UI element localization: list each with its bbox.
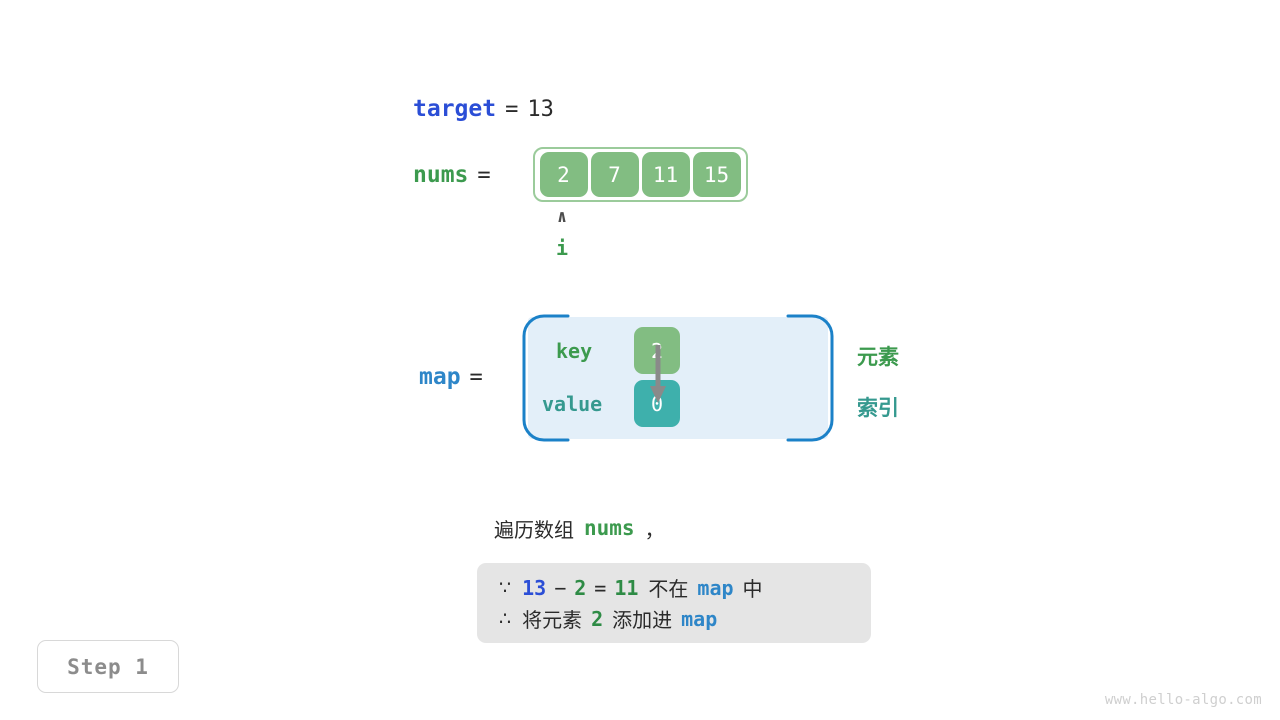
map-note-index: 索引 [857,396,899,420]
nums-declaration: nums = [413,158,500,192]
caption-traverse-line: 遍历数组 nums ， [494,512,665,544]
step-label: Step 1 [67,654,149,679]
formula-in-text: 中 [742,577,763,601]
array-cell: 15 [692,152,741,197]
therefore-symbol: ∴ [499,607,512,630]
formula-not-in-text: 不在 [648,577,689,601]
caption-suffix: ， [644,517,665,542]
target-variable-name: target [413,96,497,122]
formula-complement-value: 11 [614,575,639,600]
map-equals-sign: = [469,364,483,390]
formula-add-into-text: 添加进 [612,608,673,632]
watermark: www.hello-algo.com [1104,692,1262,708]
formula-minus-operator: − [554,575,567,600]
caption-prefix: 遍历数组 [494,517,574,542]
formula-current-value: 2 [574,575,587,600]
formula-added-value: 2 [591,606,604,631]
caption-keyword-nums: nums [584,516,635,540]
formula-box: ∵ 13 − 2 = 11 不在 map 中 ∴ 将元素 2 添加进 map [477,563,871,643]
map-note-element: 元素 [857,345,899,369]
array-cell: 7 [590,152,639,197]
map-value-label: value [542,392,603,416]
nums-equals-sign: = [477,162,491,188]
key-to-value-arrow-icon [650,345,666,403]
nums-array: 2 7 11 15 [533,147,748,202]
formula-target-value: 13 [522,575,547,600]
because-symbol: ∵ [499,576,512,599]
target-equals-sign: = [505,96,519,122]
array-cell: 11 [641,152,690,197]
index-pointer: ∧ i [540,208,584,262]
formula-map-keyword: map [697,575,734,600]
formula-equals-operator: = [594,575,607,600]
formula-line-2: ∴ 将元素 2 添加进 map [499,603,849,634]
formula-line-1: ∵ 13 − 2 = 11 不在 map 中 [499,572,849,603]
step-badge: Step 1 [37,640,179,693]
array-cell: 2 [539,152,588,197]
map-declaration: map = [419,360,492,394]
map-variable-name: map [419,364,461,390]
map-bracket-outline [522,314,834,442]
map-key-label: key [556,339,593,363]
caret-up-icon: ∧ [556,207,568,227]
formula-map-keyword-2: map [681,606,718,631]
index-pointer-label: i [555,236,569,260]
nums-variable-name: nums [413,162,469,188]
formula-add-element-text: 将元素 [522,608,583,632]
target-value: 13 [527,96,554,122]
target-declaration: target = 13 [413,92,554,126]
